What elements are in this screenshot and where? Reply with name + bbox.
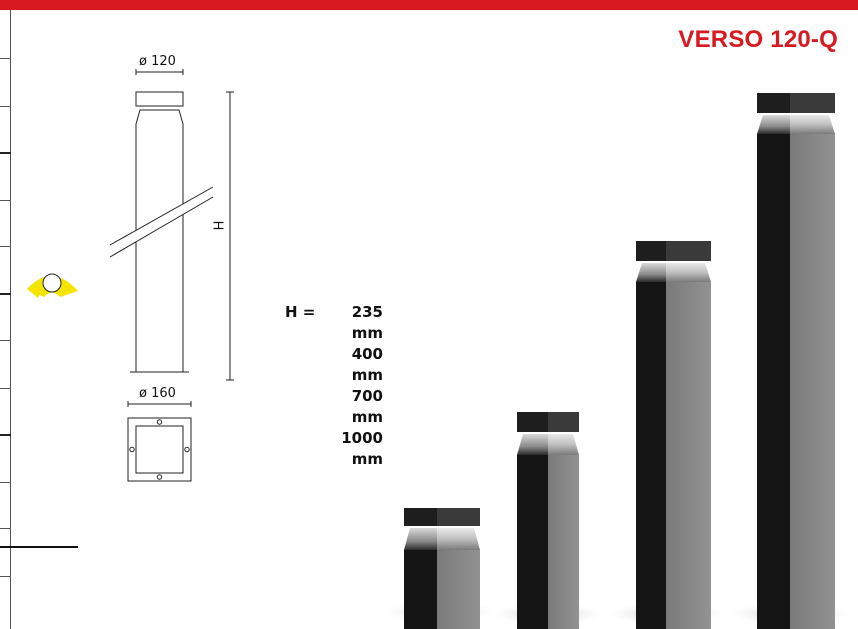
margin-tick [0, 58, 11, 59]
margin-tick [0, 340, 11, 341]
height-label: H = [285, 303, 316, 321]
height-row: 400 mm [285, 344, 383, 386]
margin-tick [0, 576, 11, 577]
top-diameter-label: ø 120 [139, 54, 176, 69]
margin-tick [0, 246, 11, 247]
height-value: 1000 mm [341, 429, 383, 468]
bollard-render-400 [488, 412, 608, 629]
height-options: H = 235 mm 400 mm 700 mm 1000 mm [285, 302, 383, 470]
height-row: 700 mm [285, 386, 383, 428]
product-title: VERSO 120-Q [678, 26, 838, 53]
base-diameter-label: ø 160 [139, 386, 176, 401]
margin-tick [0, 528, 11, 529]
height-row: 1000 mm [285, 428, 383, 470]
bollard-render-235 [380, 508, 500, 629]
bottom-rule [0, 546, 78, 548]
margin-tick [0, 106, 11, 107]
height-value: 700 mm [351, 387, 383, 426]
margin-tick [0, 152, 11, 154]
height-value: 400 mm [351, 345, 383, 384]
top-red-bar [0, 0, 858, 10]
bollard-render-1000 [724, 93, 856, 629]
height-row: H = 235 mm [285, 302, 383, 344]
left-margin-line [10, 10, 11, 629]
margin-tick [0, 388, 11, 389]
margin-tick [0, 293, 11, 295]
height-value: 235 mm [351, 303, 383, 342]
technical-drawing [109, 69, 234, 482]
bollard-render-700 [602, 241, 730, 629]
margin-tick [0, 434, 11, 436]
light-beam-icon [27, 273, 78, 298]
margin-tick [0, 482, 11, 483]
height-symbol: H [209, 220, 225, 231]
margin-tick [0, 200, 11, 201]
